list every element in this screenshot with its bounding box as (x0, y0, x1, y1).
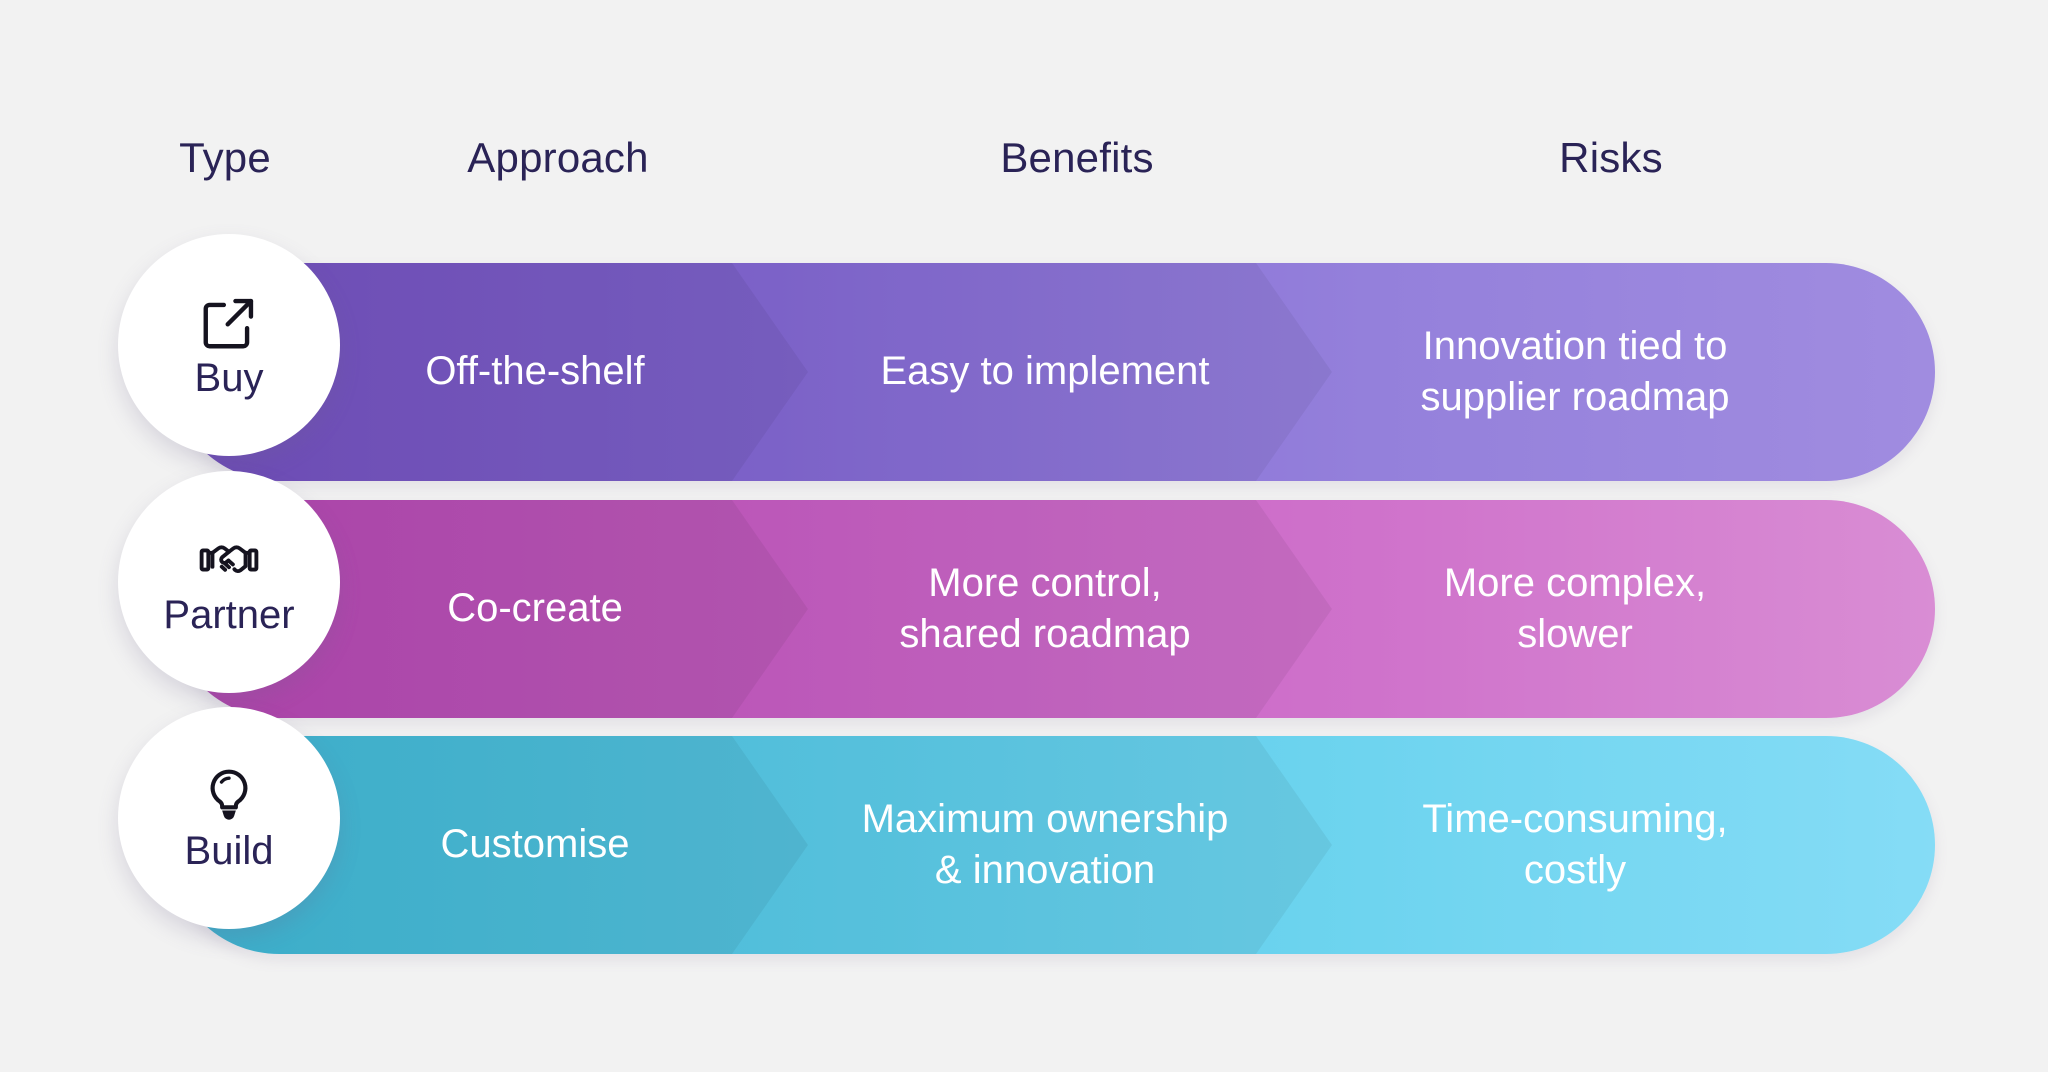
column-header-type: Type (179, 134, 271, 181)
column-header-row: Type Approach Benefits Risks (0, 128, 2048, 188)
row-partner-risks: More complex, slower (1443, 560, 1707, 656)
row-partner-approach: Co-create (447, 586, 623, 631)
handshake-icon (198, 529, 260, 591)
row-partner-benefits: More control, shared roadmap (899, 560, 1191, 656)
row-build-risks: Time-consuming, costly (1422, 796, 1728, 892)
type-badge-build[interactable]: Build (118, 707, 340, 929)
column-header-risks: Risks (1559, 134, 1663, 181)
type-badge-build-label: Build (184, 829, 274, 873)
row-buy-approach: Off-the-shelf (425, 349, 645, 394)
row-build-approach: Customise (440, 822, 630, 867)
type-badge-buy-label: Buy (194, 356, 264, 400)
row-buy-benefits: Easy to implement (880, 349, 1210, 394)
row-buy[interactable]: Off-the-shelf Easy to implement Innovati… (118, 234, 1935, 481)
type-badge-buy[interactable]: Buy (118, 234, 340, 456)
row-build[interactable]: Customise Maximum ownership & innovation… (118, 707, 1935, 954)
type-badge-partner[interactable]: Partner (118, 471, 340, 693)
row-buy-risks: Innovation tied to supplier roadmap (1420, 323, 1730, 419)
row-partner[interactable]: Co-create More control, shared roadmap M… (118, 471, 1935, 718)
lightbulb-icon (198, 765, 260, 827)
column-header-benefits: Benefits (1000, 134, 1154, 181)
column-header-approach: Approach (467, 134, 649, 181)
row-build-benefits: Maximum ownership & innovation (861, 796, 1229, 892)
type-badge-partner-label: Partner (163, 593, 295, 637)
external-link-icon (198, 292, 260, 354)
